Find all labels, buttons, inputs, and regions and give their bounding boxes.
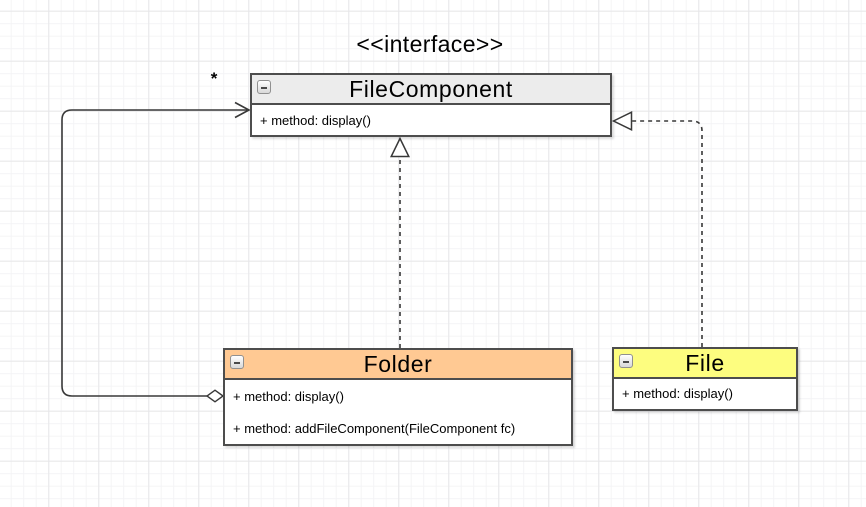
class-title: File [685, 350, 725, 376]
edge-realization-file-filecomponent[interactable] [611, 110, 703, 347]
method-row[interactable]: + method: display() [622, 385, 733, 401]
class-title: Folder [363, 351, 433, 377]
realization-line[interactable] [631, 120, 703, 347]
method-row[interactable]: + method: display() [233, 388, 344, 404]
collapse-icon[interactable] [619, 354, 633, 368]
method-row[interactable]: + method: display() [260, 112, 371, 128]
hollow-diamond-icon [205, 389, 225, 403]
method-row[interactable]: + method: addFileComponent(FileComponent… [233, 420, 516, 436]
class-box-file[interactable]: File + method: display() [612, 347, 798, 411]
collapse-icon[interactable] [257, 80, 271, 94]
edge-aggregation-folder-filecomponent[interactable] [61, 101, 251, 403]
edge-realization-folder-filecomponent[interactable] [389, 136, 411, 349]
class-box-folder[interactable]: Folder + method: display() + method: add… [223, 348, 573, 446]
class-header-file[interactable]: File [614, 349, 796, 379]
open-arrowhead-icon [234, 101, 251, 119]
class-header-folder[interactable]: Folder [225, 350, 571, 380]
class-header-filecomponent[interactable]: FileComponent [252, 75, 610, 105]
class-box-filecomponent[interactable]: FileComponent + method: display() [250, 73, 612, 137]
class-title: FileComponent [349, 76, 513, 102]
interface-stereotype-label: <<interface>> [356, 31, 504, 57]
collapse-icon[interactable] [230, 355, 244, 369]
hollow-triangle-icon [611, 110, 633, 132]
hollow-triangle-icon [389, 136, 411, 158]
multiplicity-label: * [210, 69, 218, 88]
aggregation-line[interactable] [61, 109, 247, 397]
